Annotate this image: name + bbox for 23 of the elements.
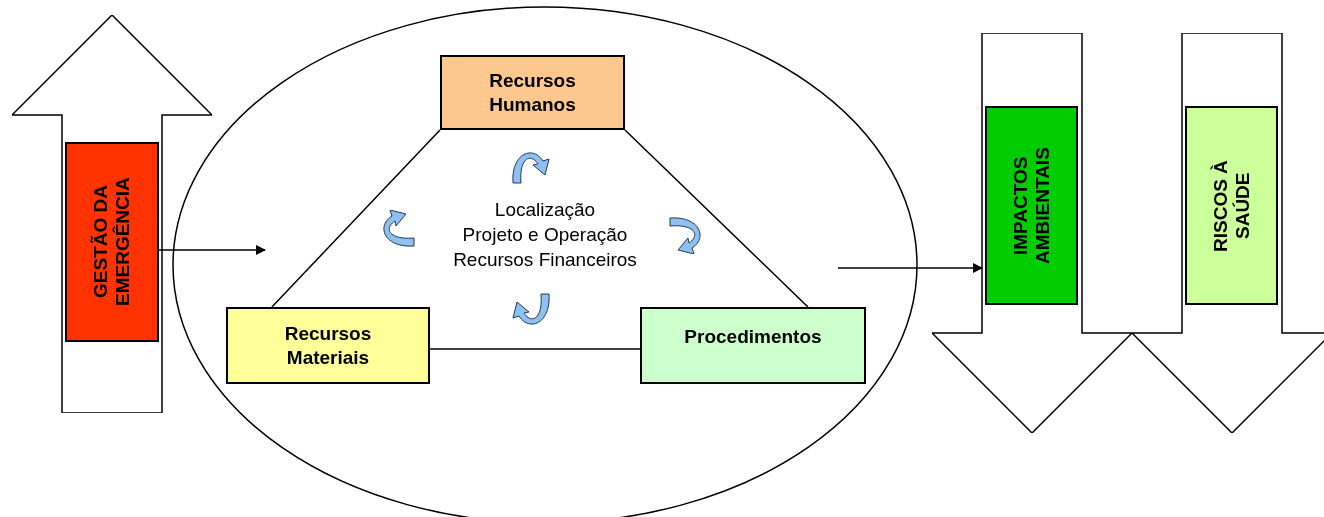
connector-line <box>271 129 441 308</box>
procedure-box <box>640 307 866 384</box>
box-label: RISCOS À SAÚDE <box>1209 158 1254 254</box>
box-label: Recursos Materiais <box>283 321 373 370</box>
center-text: Localização <box>494 198 596 222</box>
box-label: GESTÃO DA EMERGÊNCIA <box>90 176 134 309</box>
center-text: Recursos Financeiros <box>453 248 637 272</box>
impact-box <box>985 106 1078 305</box>
down-arrow-shape <box>1132 33 1324 433</box>
connector-line <box>624 129 809 308</box>
up-arrow-shape <box>12 15 212 413</box>
resource-box <box>440 55 625 130</box>
resource-box <box>226 307 430 384</box>
risk-box <box>1185 106 1278 305</box>
down-arrow-shape <box>932 33 1132 433</box>
center-text: Projeto e Operação <box>462 223 628 247</box>
box-label: Recursos Humanos <box>488 68 577 117</box>
label-box <box>65 142 159 342</box>
arrow <box>837 263 983 273</box>
box-label: IMPACTOS AMBIENTAIS <box>1009 146 1054 266</box>
connector-line <box>429 348 641 350</box>
arrow <box>158 245 266 255</box>
box-label: Procedimentos <box>683 325 823 349</box>
